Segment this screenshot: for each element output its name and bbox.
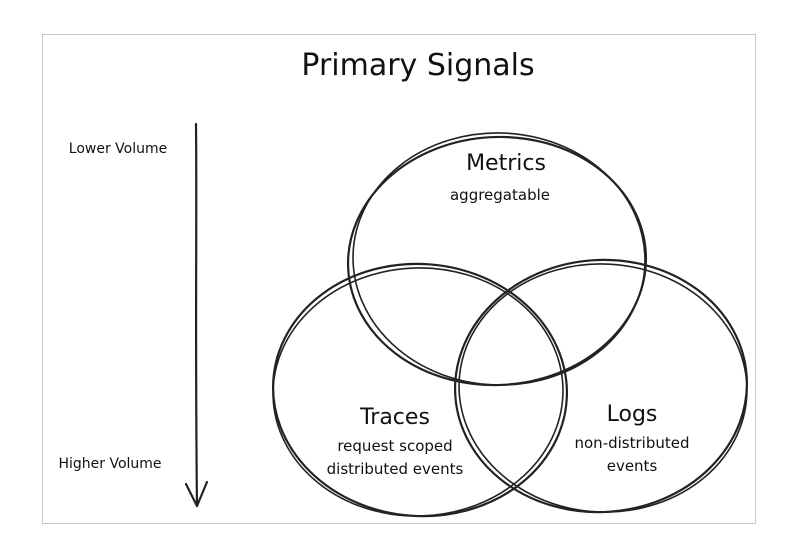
logs-description-line-2: events	[607, 457, 658, 475]
diagram-frame	[42, 34, 756, 524]
traces-title: Traces	[359, 405, 430, 430]
arrow-down-icon	[184, 480, 209, 508]
metrics-title: Metrics	[466, 151, 546, 176]
axis-top-label: Lower Volume	[69, 141, 167, 157]
circle-logs	[453, 258, 749, 514]
diagram-title: Primary Signals	[301, 48, 534, 83]
circle-traces	[271, 262, 569, 518]
logs-description-line-1: non-distributed	[575, 434, 690, 452]
traces-description-line-2: distributed events	[327, 460, 464, 478]
metrics-description: aggregatable	[450, 186, 550, 204]
axis-bottom-label: Higher Volume	[58, 456, 161, 472]
axis-line	[194, 122, 199, 508]
volume-axis-arrow	[184, 122, 209, 508]
traces-description-line-1: request scoped	[337, 437, 452, 455]
logs-title: Logs	[607, 402, 658, 427]
